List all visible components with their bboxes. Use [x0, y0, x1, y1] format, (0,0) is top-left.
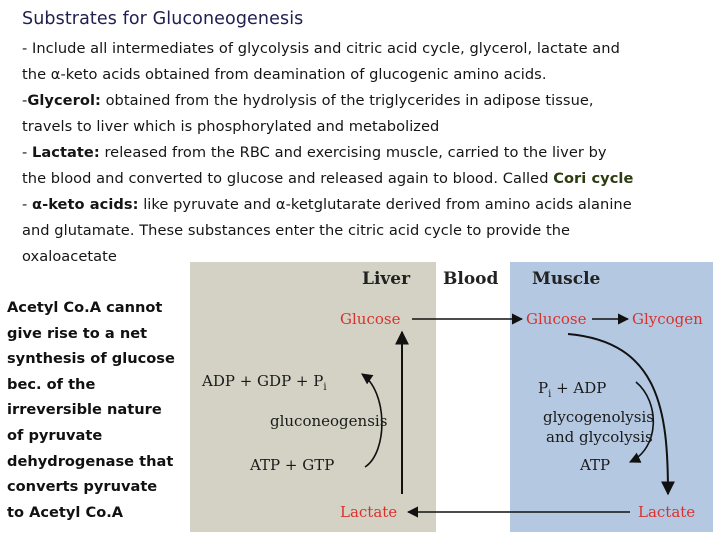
lactate-line-2: the blood and converted to glucose and r…	[22, 169, 554, 187]
glycerol-prefix: -	[22, 92, 28, 109]
lactate-prefix: -	[22, 144, 33, 161]
keto-text: like pyruvate and α-ketglutarate derived…	[138, 196, 632, 213]
lactate-text: released from the RBC and exercising mus…	[99, 144, 607, 161]
intro-paragraph: - Include all intermediates of glycolysi…	[22, 36, 720, 88]
intro-line-1: - Include all intermediates of glycolysi…	[22, 40, 620, 57]
glycogenolysis-label: glycogenolysis	[543, 408, 654, 426]
sidenote-line: converts pyruvate	[7, 478, 158, 496]
sidenote-line: synthesis of glucose	[7, 350, 175, 368]
glycolysis-arrow	[567, 333, 675, 496]
gluconeogenesis-label: gluconeogensis	[270, 412, 388, 430]
liver-lactate-label: Lactate	[340, 503, 398, 521]
intro-line-2: the α-keto acids obtained from deaminati…	[22, 65, 547, 83]
glycerol-line-2: travels to liver which is phosphorylated…	[22, 117, 440, 135]
slide-title: Substrates for Gluconeogenesis	[22, 9, 304, 29]
sidenote-line: give rise to a net	[7, 324, 148, 342]
cori-cycle-term: Cori cycle	[553, 169, 634, 187]
sidenote-line: Acetyl Co.A cannot	[7, 299, 163, 316]
sidenote-line: irreversible nature	[7, 401, 162, 419]
liver-header: Liver	[362, 269, 411, 289]
glycolysis-label: and glycolysis	[546, 428, 653, 446]
sidenote-line: bec. of the	[7, 375, 96, 393]
liver-cofactor-arrow	[361, 373, 383, 468]
keto-line-2: and glutamate. These substances enter th…	[22, 221, 571, 239]
blood-header: Blood	[443, 269, 499, 289]
sidenote-line: dehydrogenase that	[7, 452, 174, 470]
muscle-panel	[510, 262, 713, 532]
acetyl-coa-sidenote: Acetyl Co.A cannot give rise to a net sy…	[7, 295, 192, 525]
muscle-glycogen-label: Glycogen	[632, 310, 703, 328]
glycerol-term: Glycerol:	[27, 92, 101, 109]
muscle-pi-adp-label: Pi + ADP	[538, 379, 607, 400]
glycerol-text: obtained from the hydrolysis of the trig…	[100, 92, 594, 109]
muscle-cofactor-arrow	[628, 381, 655, 463]
cori-cycle-diagram: Liver Blood Muscle Glucose ADP + GDP + P…	[190, 262, 720, 540]
muscle-lactate-label: Lactate	[638, 503, 696, 521]
liver-glucose-label: Glucose	[340, 310, 401, 328]
lactate-term: Lactate:	[32, 144, 100, 161]
lactate-paragraph: - Lactate: released from the RBC and exe…	[22, 140, 720, 192]
liver-atp-label: ATP + GTP	[250, 456, 335, 474]
sidenote-line: of pyruvate	[7, 426, 103, 444]
pathway-arrows	[361, 313, 675, 518]
keto-acids-paragraph: - α-keto acids: like pyruvate and α-ketg…	[22, 192, 720, 269]
keto-line-3: oxaloacetate	[22, 247, 117, 265]
keto-term: α-keto acids:	[32, 196, 139, 213]
muscle-glucose-label: Glucose	[526, 310, 587, 328]
muscle-atp-label: ATP	[580, 456, 611, 474]
sidenote-line: to Acetyl Co.A	[7, 503, 124, 521]
keto-prefix: -	[22, 196, 33, 213]
liver-panel	[190, 262, 436, 532]
glycerol-paragraph: -Glycerol: obtained from the hydrolysis …	[22, 88, 720, 140]
muscle-header: Muscle	[532, 269, 601, 289]
liver-adp-label: ADP + GDP + Pi	[202, 372, 327, 393]
